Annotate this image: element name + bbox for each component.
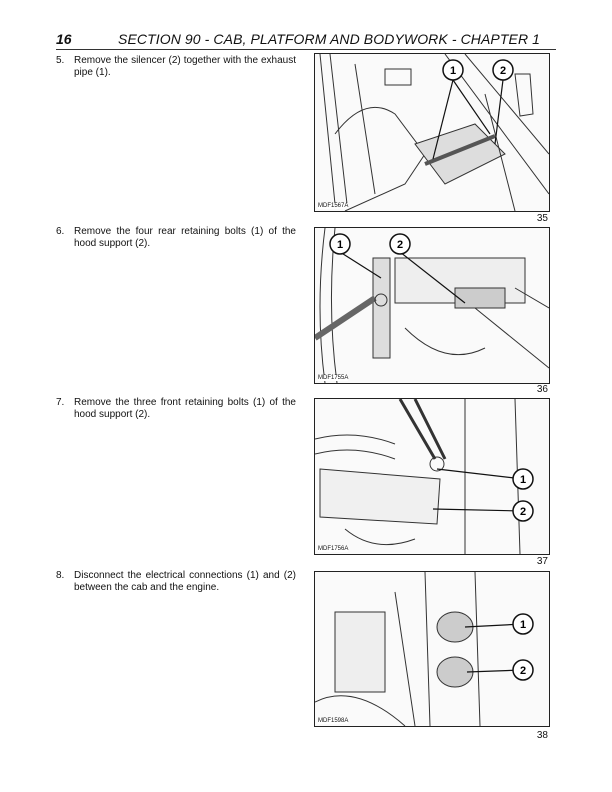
callout-1: 1 bbox=[520, 619, 526, 631]
illustration-silencer: 1 2 bbox=[319, 54, 549, 211]
callout-2: 2 bbox=[397, 239, 403, 251]
step-8: 8. Disconnect the electrical connections… bbox=[56, 570, 296, 594]
step-number: 6. bbox=[56, 226, 65, 237]
step-number: 7. bbox=[56, 397, 65, 408]
callout-2: 2 bbox=[520, 506, 526, 518]
step-6: 6. Remove the four rear retaining bolts … bbox=[56, 226, 296, 250]
illustration-rear-bolts: 1 2 bbox=[315, 228, 549, 383]
illustration-front-bolts: 1 2 bbox=[315, 399, 534, 554]
figure-code: MDF1755A bbox=[318, 375, 349, 381]
figure-code: MDF1598A bbox=[318, 718, 349, 724]
figure-35-silencer: 1 2 MDF1567A bbox=[314, 53, 550, 212]
step-7: 7. Remove the three front retaining bolt… bbox=[56, 397, 296, 421]
callout-1: 1 bbox=[520, 474, 526, 486]
step-text: Remove the silencer (2) together with th… bbox=[74, 55, 296, 78]
figure-code: MDF1756A bbox=[318, 546, 349, 552]
figure-37-front-bolts: 1 2 MDF1756A bbox=[314, 398, 550, 555]
step-5: 5. Remove the silencer (2) together with… bbox=[56, 55, 296, 79]
figure-36-rear-bolts: 1 2 MDF1755A bbox=[314, 227, 550, 384]
callout-2: 2 bbox=[520, 665, 526, 677]
figure-number: 35 bbox=[536, 213, 548, 224]
callout-1: 1 bbox=[337, 239, 343, 251]
step-number: 5. bbox=[56, 55, 65, 66]
figure-code: MDF1567A bbox=[318, 203, 349, 209]
section-title: SECTION 90 - CAB, PLATFORM AND BODYWORK … bbox=[118, 31, 541, 47]
illustration-electrical-connectors: 1 2 bbox=[315, 572, 534, 726]
figure-number: 37 bbox=[536, 556, 548, 567]
step-number: 8. bbox=[56, 570, 65, 581]
header-rule bbox=[56, 49, 556, 50]
page-number: 16 bbox=[56, 31, 72, 47]
callout-2: 2 bbox=[500, 65, 506, 77]
callout-1: 1 bbox=[450, 65, 456, 77]
step-text: Remove the three front retaining bolts (… bbox=[74, 397, 296, 420]
step-text: Remove the four rear retaining bolts (1)… bbox=[74, 226, 296, 249]
step-text: Disconnect the electrical connections (1… bbox=[74, 570, 296, 593]
figure-number: 36 bbox=[536, 384, 548, 395]
figure-number: 38 bbox=[536, 730, 548, 741]
figure-38-electrical: 1 2 MDF1598A bbox=[314, 571, 550, 727]
